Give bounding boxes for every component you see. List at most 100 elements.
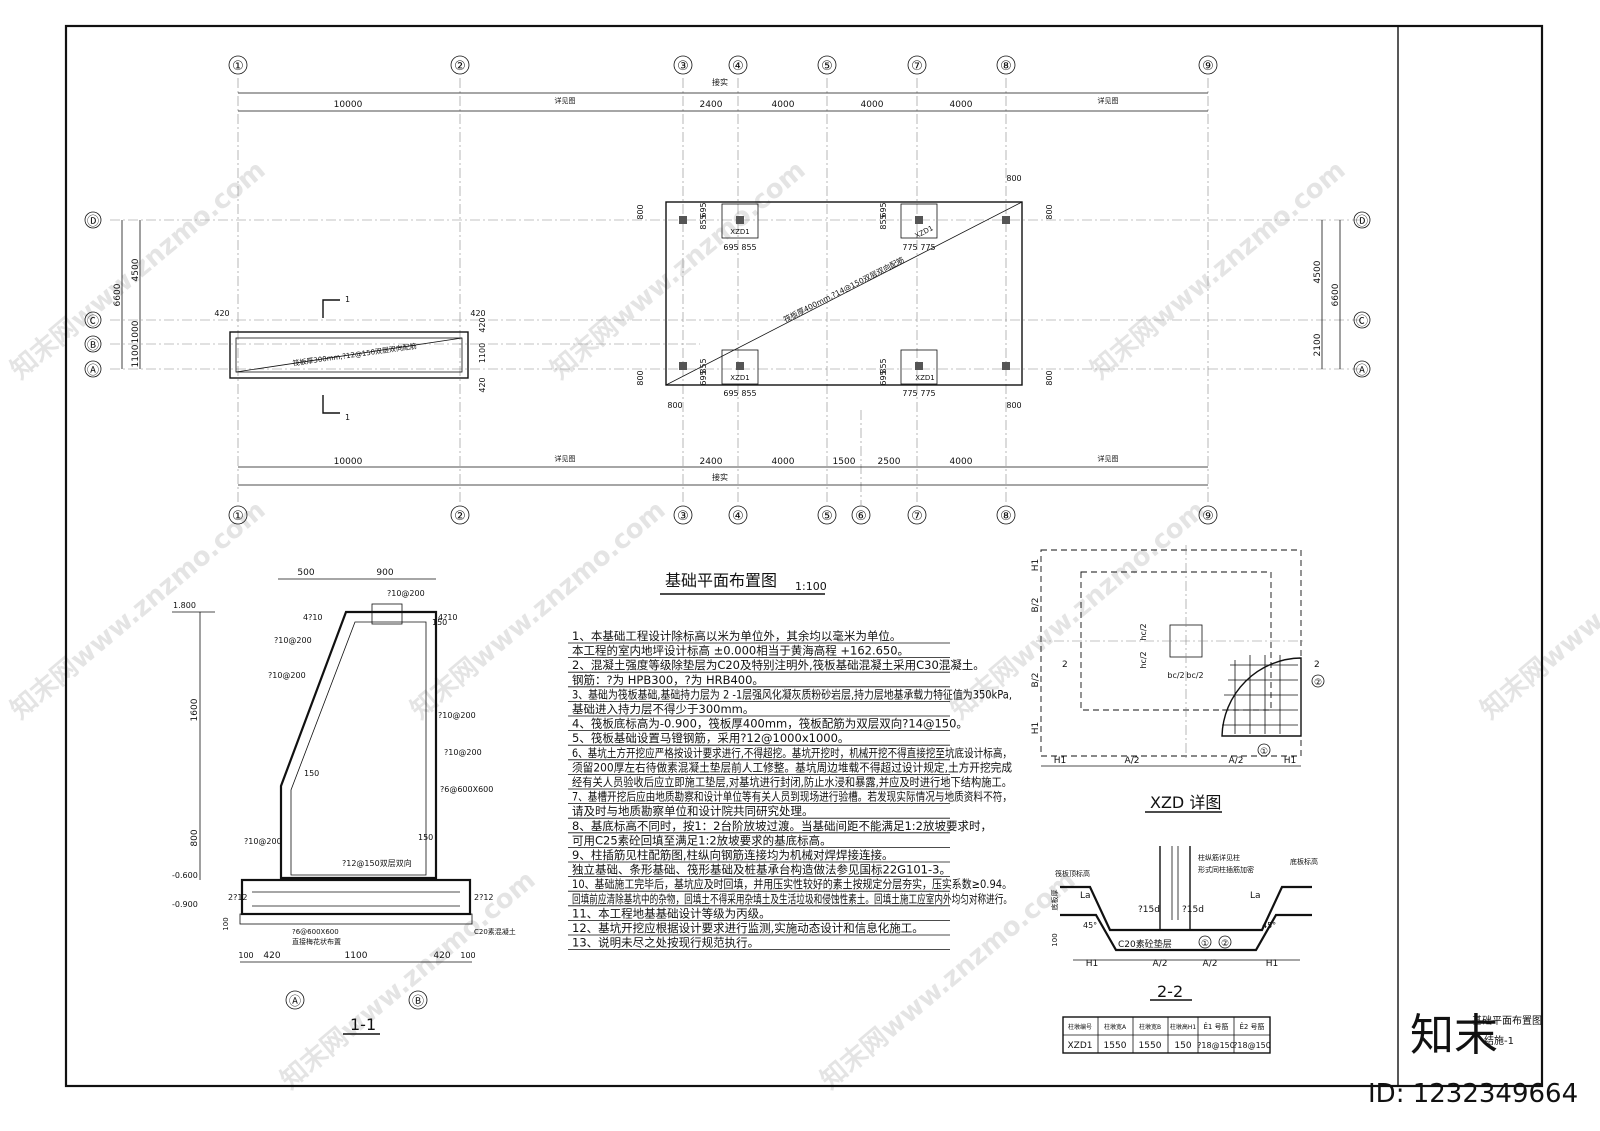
svg-text:10000: 10000 xyxy=(334,100,363,110)
svg-text:⑨: ⑨ xyxy=(1202,509,1214,524)
svg-text:4000: 4000 xyxy=(950,457,973,467)
svg-text:2400: 2400 xyxy=(700,457,723,467)
svg-text:100: 100 xyxy=(222,917,230,930)
note-line: 1、本基础工程设计除标高以米为单位外，其余均以毫米为单位。 xyxy=(572,629,901,643)
svg-text:B/2: B/2 xyxy=(1031,598,1041,613)
svg-text:接实: 接实 xyxy=(712,77,728,87)
table-cell: ?18@150 xyxy=(1197,1041,1235,1050)
svg-text:420: 420 xyxy=(433,951,450,961)
svg-text:底板标高: 底板标高 xyxy=(1290,857,1318,866)
table-header: 柱墩宽B xyxy=(1139,1023,1161,1031)
axis-bubbles-right: Ⓓ Ⓒ Ⓐ 4500 6600 2100 xyxy=(1313,211,1371,378)
svg-text:?12@150双层双向: ?12@150双层双向 xyxy=(342,858,412,868)
svg-text:Ⓓ: Ⓓ xyxy=(1356,214,1368,228)
svg-text:800: 800 xyxy=(1006,401,1021,410)
svg-text:hc/2: hc/2 xyxy=(1139,651,1148,668)
table-header: 柱墩宽A xyxy=(1104,1023,1127,1031)
svg-text:筏板顶标高: 筏板顶标高 xyxy=(1055,869,1090,878)
sheet-number: 结施-1 xyxy=(1484,1034,1514,1047)
axis-bubbles-left: Ⓓ Ⓒ Ⓑ Ⓐ 6600 4500 1000 1100 xyxy=(84,211,141,378)
svg-text:bc/2: bc/2 xyxy=(1167,671,1184,680)
svg-text:详见图: 详见图 xyxy=(555,454,576,463)
rebar-grid xyxy=(1222,655,1298,734)
watermark: 知末网www.znzmo.com xyxy=(1085,155,1351,385)
svg-text:H1: H1 xyxy=(1054,756,1067,766)
svg-text:Ⓒ: Ⓒ xyxy=(87,314,99,328)
svg-text:695: 695 xyxy=(723,243,738,252)
table-header: Ê1 号筋 xyxy=(1203,1022,1228,1031)
svg-text:XZD1: XZD1 xyxy=(915,374,934,382)
svg-text:4000: 4000 xyxy=(772,100,795,110)
svg-text:Ⓑ: Ⓑ xyxy=(412,994,424,1008)
svg-text:H1: H1 xyxy=(1031,722,1041,735)
grid-lines xyxy=(110,78,1360,505)
watermark: 知末网www.znzmo.com xyxy=(275,865,541,1095)
svg-text:⑤: ⑤ xyxy=(821,59,833,74)
design-notes: 1、本基础工程设计除标高以米为单位外，其余均以毫米为单位。 本工程的室内地坪设计… xyxy=(568,629,1012,950)
xzd-detail: H1 B/2 B/2 H1 hc/2 hc/2 bc/2 bc/2 2 2 ② … xyxy=(1031,545,1325,813)
svg-text:①: ① xyxy=(1201,939,1209,949)
svg-text:?10@200: ?10@200 xyxy=(268,671,306,680)
svg-text:695: 695 xyxy=(879,370,888,385)
svg-text:?10@200: ?10@200 xyxy=(438,711,476,720)
svg-text:420: 420 xyxy=(214,309,229,318)
note-line: 2、混凝土强度等级除垫层为C20及特别注明外,筏板基础混凝土采用C30混凝土。 xyxy=(572,658,985,672)
svg-text:H1: H1 xyxy=(1266,959,1279,969)
note-line: 5、筏板基础设置马镫钢筋，采用?12@1000x1000。 xyxy=(572,731,849,745)
note-line: 6、基坑土方开挖应严格按设计要求进行,不得超挖。基坑开挖时，机械开挖不得直接挖至… xyxy=(572,746,1012,760)
svg-text:?10@200: ?10@200 xyxy=(274,636,312,645)
svg-text:详见图: 详见图 xyxy=(555,96,576,105)
note-line: 钢筋：?为 HPB300，?为 HRB400。 xyxy=(572,673,764,687)
svg-text:800: 800 xyxy=(636,204,645,219)
plan-title: 基础平面布置图 1:100 xyxy=(660,571,827,595)
svg-text:?10@200: ?10@200 xyxy=(444,748,482,757)
svg-text:4000: 4000 xyxy=(772,457,795,467)
svg-text:420: 420 xyxy=(478,317,487,332)
svg-text:4?10: 4?10 xyxy=(438,613,458,622)
svg-text:H1: H1 xyxy=(1031,559,1041,572)
svg-text:6600: 6600 xyxy=(1331,283,1341,306)
big-raft: 筏板厚400mm,?14@150双层双向配筋 XZD1 XZD1 XZD1 XZ… xyxy=(636,174,1054,410)
svg-text:6600: 6600 xyxy=(113,283,123,306)
svg-text:4000: 4000 xyxy=(950,100,973,110)
drawing-name: 基础平面布置图 xyxy=(1472,1014,1542,1027)
svg-text:柱纵筋详见柱: 柱纵筋详见柱 xyxy=(1198,853,1240,862)
dimension-top: 接实 10000 详见图 2400 4000 4000 4000 详见图 xyxy=(238,77,1208,112)
svg-text:420: 420 xyxy=(470,309,485,318)
svg-text:④: ④ xyxy=(732,509,744,524)
small-raft: 筏板厚300mm,?12@150双层双向配筋 420 420 420 1100 … xyxy=(214,295,487,422)
svg-text:⑧: ⑧ xyxy=(1000,509,1012,524)
table-cell: 1550 xyxy=(1104,1041,1127,1051)
watermark: 知末网www.znzmo.com xyxy=(545,155,811,385)
svg-text:A/2: A/2 xyxy=(1203,959,1218,969)
svg-text:855: 855 xyxy=(741,389,756,398)
svg-text:2?12: 2?12 xyxy=(228,893,248,902)
note-line: 回填前应清除基坑中的杂物，回填土不得采用杂填土及生活垃圾和侵蚀性素土。回填土施工… xyxy=(572,892,1012,906)
svg-text:1: 1 xyxy=(345,295,350,304)
svg-text:⑨: ⑨ xyxy=(1202,59,1214,74)
svg-text:900: 900 xyxy=(376,568,393,578)
svg-text:150: 150 xyxy=(418,833,433,842)
svg-text:855: 855 xyxy=(879,214,888,229)
svg-text:③: ③ xyxy=(677,59,689,74)
svg-text:-0.600: -0.600 xyxy=(172,871,198,880)
svg-text:45°: 45° xyxy=(1083,921,1097,930)
svg-text:Ⓓ: Ⓓ xyxy=(87,214,99,228)
table-header: Ê2 号筋 xyxy=(1239,1022,1264,1031)
svg-text:1600: 1600 xyxy=(190,698,200,721)
axis-bubbles-bottom: ① ② ③ ④ ⑤ ⑥ ⑦ ⑧ ⑨ xyxy=(228,505,1218,525)
svg-text:45°: 45° xyxy=(1262,921,1276,930)
svg-text:800: 800 xyxy=(636,370,645,385)
drawing-id: ID: 1232349664 xyxy=(1368,1079,1578,1109)
svg-text:100: 100 xyxy=(238,951,253,960)
svg-text:2: 2 xyxy=(1062,660,1068,670)
svg-text:775: 775 xyxy=(920,389,935,398)
svg-text:②: ② xyxy=(454,509,466,524)
note-line: 经有关人员验收后应立即施工垫层,对基坑进行封闭,防止水浸和暴露,并应及时进行地下… xyxy=(572,775,1012,789)
svg-text:1-1: 1-1 xyxy=(350,1015,376,1034)
svg-text:855: 855 xyxy=(741,243,756,252)
svg-text:800: 800 xyxy=(1045,370,1054,385)
note-line: 本工程的室内地坪设计标高 ±0.000相当于黄海高程 +162.650。 xyxy=(572,644,909,658)
svg-text:②: ② xyxy=(1314,678,1322,688)
svg-text:150: 150 xyxy=(304,769,319,778)
